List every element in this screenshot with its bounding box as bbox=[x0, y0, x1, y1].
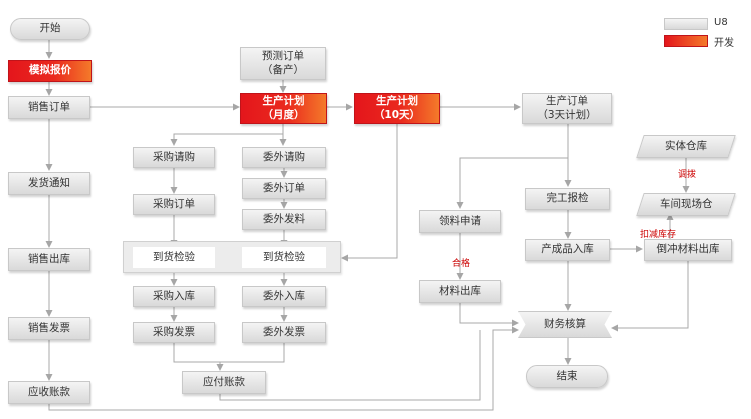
sales-order-node: 销售订单 bbox=[8, 96, 90, 119]
sales-invoice-node: 销售发票 bbox=[8, 317, 90, 340]
material-request-node: 领料申请 bbox=[419, 210, 501, 233]
outsource-invoice-node: 委外发票 bbox=[242, 322, 326, 343]
start-node: 开始 bbox=[10, 18, 90, 40]
plan-10day-node: 生产计划 （10天） bbox=[354, 93, 440, 124]
backflush-outbound-node: 倒冲材料出库 bbox=[644, 239, 732, 261]
legend-u8-swatch bbox=[664, 18, 708, 30]
material-outbound-node: 材料出库 bbox=[419, 280, 501, 303]
purchase-inbound-node: 采购入库 bbox=[133, 286, 215, 307]
outsource-inbound-node: 委外入库 bbox=[242, 286, 326, 307]
purchase-invoice-node: 采购发票 bbox=[133, 322, 215, 343]
legend-u8-label: U8 bbox=[714, 17, 728, 28]
outsource-issue-node: 委外发料 bbox=[242, 209, 326, 230]
receivable-node: 应收账款 bbox=[8, 381, 90, 404]
legend-dev-swatch bbox=[664, 35, 708, 47]
payable-node: 应付账款 bbox=[182, 371, 266, 394]
finance-node: 财务核算 bbox=[518, 311, 612, 338]
forecast-order-node: 预测订单 （备产） bbox=[240, 47, 326, 80]
arrival-check-purchase-node: 到货检验 bbox=[133, 247, 215, 268]
end-node: 结束 bbox=[526, 365, 608, 388]
quote-node: 模拟报价 bbox=[8, 60, 92, 82]
outsource-request-node: 委外请购 bbox=[242, 147, 326, 168]
legend-dev-label: 开发 bbox=[714, 38, 734, 49]
outsource-order-node: 委外订单 bbox=[242, 178, 326, 199]
sales-outbound-node: 销售出库 bbox=[8, 248, 90, 271]
transfer-note: 调拨 bbox=[678, 170, 697, 180]
workshop-warehouse-node: 车间现场仓 bbox=[636, 193, 736, 216]
completion-report-node: 完工报检 bbox=[525, 188, 610, 210]
deduct-stock-note: 扣减库存 bbox=[640, 230, 677, 240]
delivery-notice-node: 发货通知 bbox=[8, 172, 90, 195]
physical-warehouse-node: 实体仓库 bbox=[636, 135, 736, 158]
arrival-check-outsource-node: 到货检验 bbox=[242, 247, 326, 268]
purchase-request-node: 采购请购 bbox=[133, 147, 215, 168]
production-order-node: 生产订单 （3天计划） bbox=[522, 93, 612, 124]
plan-monthly-node: 生产计划 （月度） bbox=[240, 93, 327, 124]
qualified-note: 合格 bbox=[452, 259, 471, 269]
purchase-order-node: 采购订单 bbox=[133, 194, 215, 215]
product-inbound-node: 产成品入库 bbox=[525, 239, 610, 261]
